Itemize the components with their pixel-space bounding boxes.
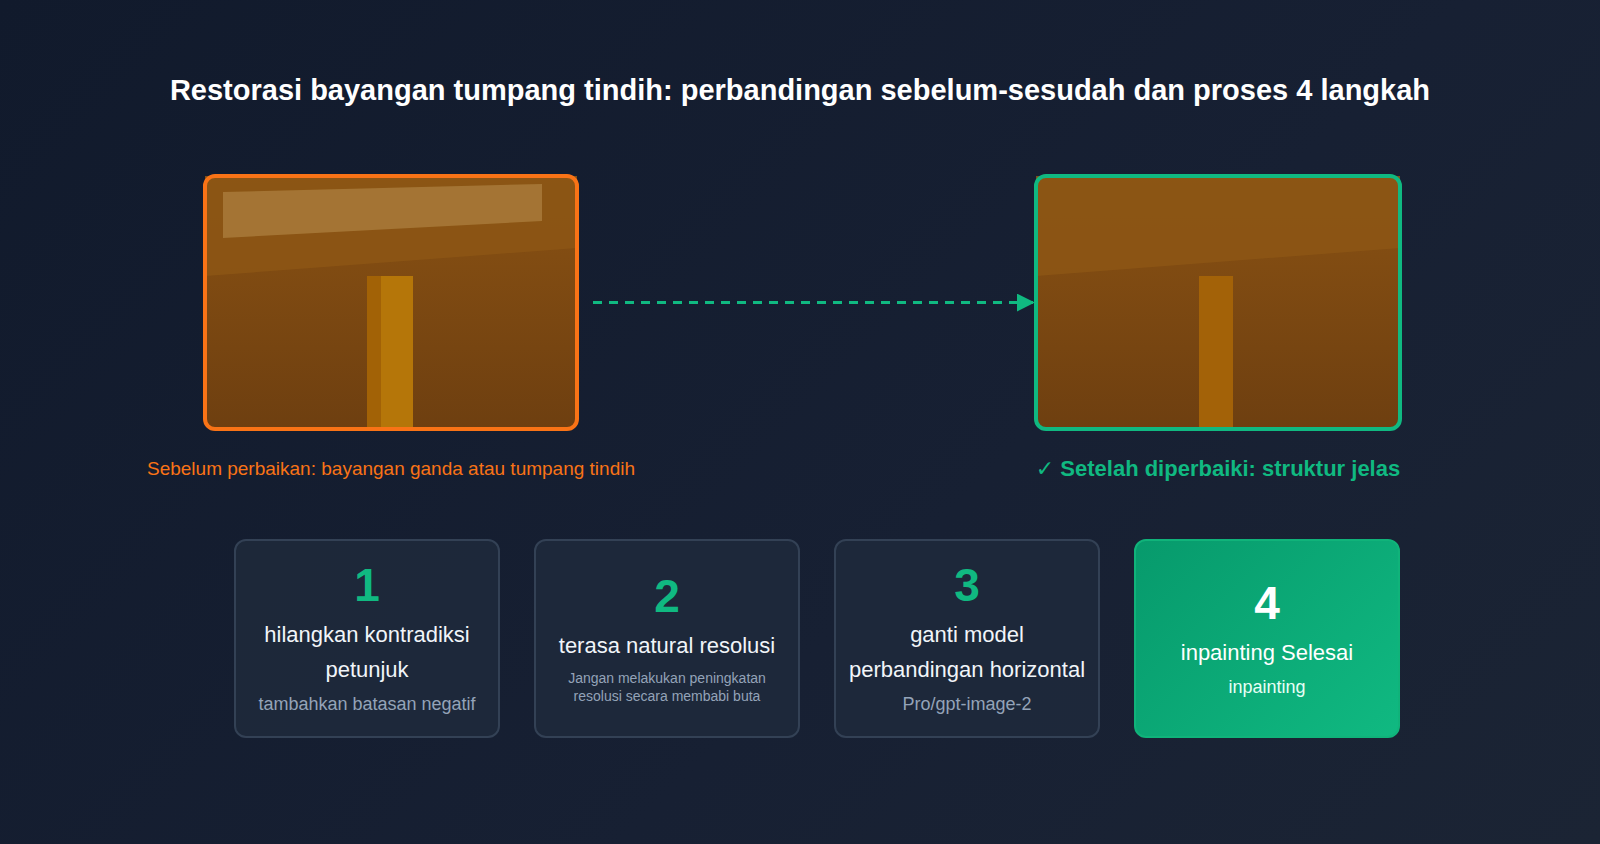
diagram-title: Restorasi bayangan tumpang tindih: perba…	[0, 74, 1600, 107]
step-number: 4	[1254, 578, 1280, 629]
image-panel: ✓ Setelah diperbaiki: struktur jelas	[1034, 174, 1402, 431]
step-card: 3 ganti model perbandingan horizontalPro/…	[834, 539, 1100, 738]
step-number: 3	[954, 560, 980, 611]
step-title: inpainting Selesai	[1181, 635, 1353, 670]
step-card: 4 inpainting Selesai inpainting	[1134, 539, 1400, 738]
before-picture	[205, 176, 577, 429]
flow-arrow	[593, 301, 1033, 304]
step-note: inpainting	[1228, 676, 1305, 699]
step-title: terasa natural resolusi	[559, 628, 775, 663]
step-number: 1	[354, 560, 380, 611]
step-card: 2 terasa natural resolusiJangan melakukan…	[534, 539, 800, 738]
panel-caption: ✓ Setelah diperbaiki: struktur jelas	[918, 456, 1518, 482]
step-card: 1 hilangkan kontradiksi petunjuk tambahkan…	[234, 539, 500, 738]
step-title: hilangkan kontradiksi petunjuk	[244, 617, 490, 687]
step-number: 2	[654, 571, 680, 622]
step-note: tambahkan batasan negatif	[258, 693, 475, 716]
step-note: Pro/gpt-image-2	[902, 693, 1031, 716]
step-note: Jangan melakukan peningkatan resolusi se…	[544, 669, 790, 705]
after-picture	[1036, 176, 1400, 429]
panel-caption: Sebelum perbaikan: bayangan ganda atau t…	[87, 458, 695, 480]
image-panel: Sebelum perbaikan: bayangan ganda atau t…	[203, 174, 579, 431]
step-title: ganti model perbandingan horizontal	[844, 617, 1090, 687]
